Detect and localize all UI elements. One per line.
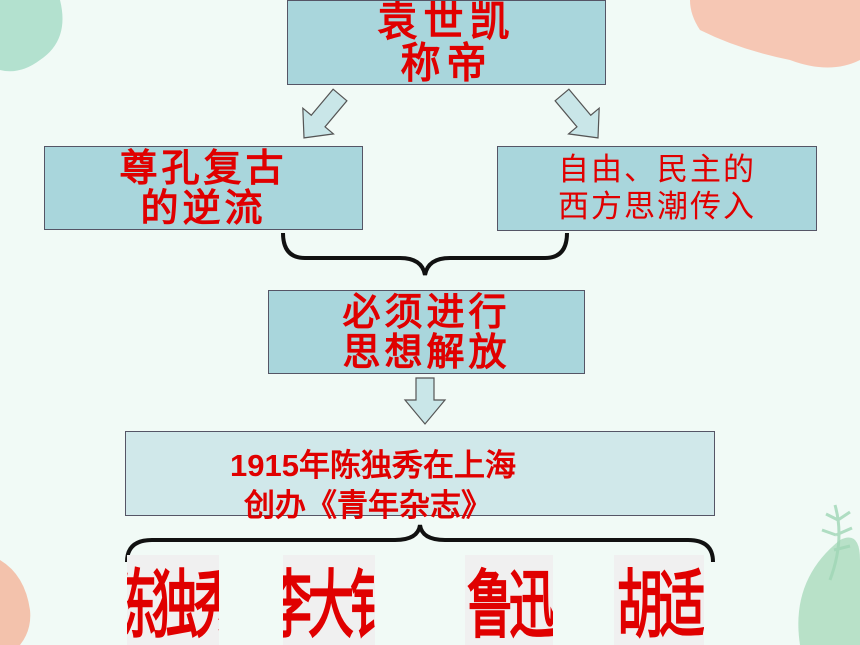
- bottom-box-magazine: [125, 431, 715, 516]
- top-box-line2: 称帝: [400, 39, 493, 85]
- brace-merge-upper: [281, 232, 569, 276]
- person-li-dazhao: 李大钊: [283, 555, 375, 645]
- left-box-line1: 尊孔复古: [119, 146, 288, 190]
- person-chen-duxiu: 陈独秀: [127, 555, 219, 645]
- bottom-box-text: 1915年陈独秀在上海 创办《青年杂志》: [230, 446, 516, 526]
- bottom-box-line2: 创办《青年杂志》: [244, 488, 492, 523]
- arrow-to-left-box: [302, 88, 348, 139]
- left-box-line2: 的逆流: [140, 186, 267, 230]
- arrow-to-right-box: [554, 88, 600, 139]
- person-hu-shi: 胡适: [614, 555, 704, 645]
- top-box-yuan-shikai: 袁世凯 称帝: [287, 0, 606, 85]
- bottom-right-leaf: [798, 537, 860, 645]
- right-box-western-ideas: 自由、民主的 西方思潮传入: [497, 146, 817, 231]
- middle-box-liberation: 必须进行 思想解放: [268, 290, 585, 374]
- right-box-line1: 自由、民主的: [558, 151, 756, 188]
- top-right-blob: [690, 0, 860, 68]
- right-box-line2: 西方思潮传入: [558, 188, 756, 225]
- arrow-down-to-bottom-box: [403, 377, 447, 425]
- brace-split-lower: [125, 524, 715, 563]
- top-left-blob: [0, 0, 63, 72]
- middle-box-line1: 必须进行: [342, 290, 511, 334]
- person-lu-xun: 鲁迅: [465, 555, 553, 645]
- bottom-box-line1: 1915年陈独秀在上海: [230, 448, 516, 483]
- top-box-line1: 袁世凯: [377, 0, 516, 46]
- bottom-right-fern: [821, 504, 853, 581]
- middle-box-line2: 思想解放: [342, 330, 511, 374]
- left-box-restoration: 尊孔复古 的逆流: [44, 146, 363, 230]
- bottom-left-leaf: [0, 560, 31, 645]
